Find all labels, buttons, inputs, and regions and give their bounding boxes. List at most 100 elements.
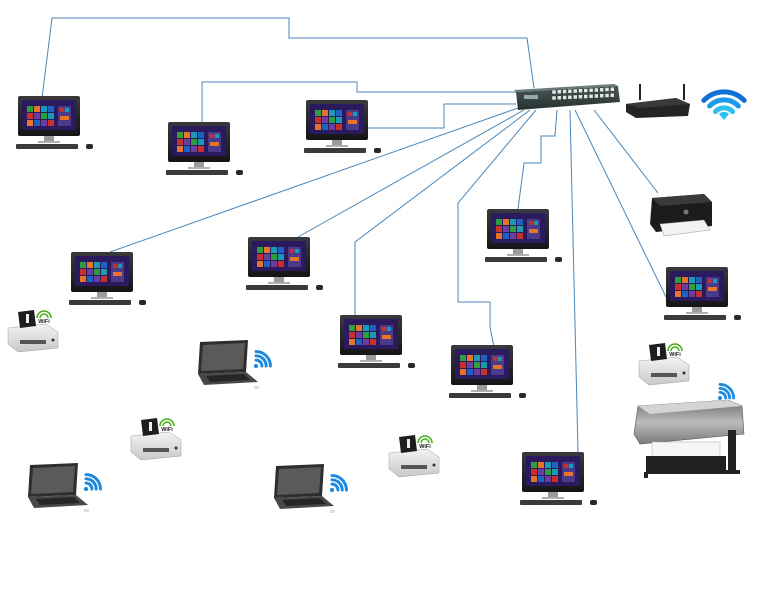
start-tile (34, 106, 40, 112)
wifi-arc (707, 97, 741, 109)
desktop-pc-2 (166, 122, 243, 175)
wifi-logo-text: WiFi (161, 427, 173, 433)
start-tile (545, 462, 551, 468)
start-tile (531, 462, 537, 468)
wifi-logo-arc (159, 418, 175, 427)
start-tile (493, 365, 502, 369)
wifi-logo-text: WiFi (419, 444, 431, 450)
link-switch-pc9 (574, 109, 667, 298)
mouse (86, 144, 93, 149)
laptop-keys (36, 497, 80, 505)
keyboard (304, 148, 366, 153)
start-tile (60, 116, 69, 120)
start-tile (682, 291, 688, 297)
laser-printer (650, 194, 712, 237)
start-tile (184, 146, 190, 152)
start-tile (198, 132, 204, 138)
link-switch-pc3 (368, 103, 516, 129)
start-tile (336, 110, 342, 116)
desktop-pc-6 (338, 315, 415, 368)
wireless-router (626, 84, 690, 118)
switch-port (551, 95, 557, 101)
monitor-base (326, 145, 348, 147)
start-tile (257, 254, 263, 260)
start-tile (353, 112, 357, 116)
link-switch-pc7 (457, 109, 537, 348)
start-tile (675, 291, 681, 297)
monitor-stand (513, 249, 523, 255)
switch-port (588, 88, 594, 93)
start-tile (460, 355, 466, 361)
start-tile (545, 469, 551, 475)
wifi-arc (84, 481, 94, 491)
start-tile (349, 339, 355, 345)
start-tile (348, 112, 352, 116)
switch-port (583, 94, 589, 99)
start-tile (322, 117, 328, 123)
start-tile (210, 134, 214, 138)
switch-port (562, 95, 567, 100)
start-tile (264, 247, 270, 253)
start-tile (363, 339, 369, 345)
monitor-base (268, 282, 290, 284)
start-tile (27, 120, 33, 126)
wifi-arc (84, 473, 102, 491)
start-tile (510, 233, 516, 239)
start-tile (184, 132, 190, 138)
start-tile (290, 257, 299, 261)
wireless-laptop-2 (28, 463, 89, 512)
desktop-pc-8 (485, 209, 562, 262)
printer-body (388, 448, 440, 478)
mouse (374, 148, 381, 153)
start-tile (290, 249, 294, 253)
start-tile (336, 117, 342, 123)
switch-port (588, 94, 594, 99)
start-tile (215, 134, 219, 138)
start-tile (264, 261, 270, 267)
start-tile (460, 369, 466, 375)
start-tile (689, 291, 695, 297)
start-tile (41, 120, 47, 126)
start-tile (517, 233, 523, 239)
start-tile (177, 132, 183, 138)
wifi-dot (329, 487, 335, 493)
start-tile (94, 269, 100, 275)
start-tile (177, 139, 183, 145)
desktop-pc-7 (449, 345, 526, 398)
start-tile (101, 262, 107, 268)
mouse (590, 500, 597, 505)
plotter-wifi-signal (718, 382, 736, 400)
start-tile (198, 139, 204, 145)
start-tile (467, 369, 473, 375)
laptop-tag (254, 386, 259, 389)
start-tile (552, 469, 558, 475)
wifi-arc (330, 482, 340, 492)
start-tile (552, 462, 558, 468)
wifi-dot (718, 396, 722, 400)
monitor-stand (194, 162, 204, 168)
start-tile (101, 269, 107, 275)
mouse (408, 363, 415, 368)
start-tile (564, 464, 568, 468)
router-top (626, 98, 690, 108)
desktop-pc-3 (304, 100, 381, 153)
plotter-foot (724, 470, 740, 474)
start-tile (387, 327, 391, 331)
start-tile (531, 476, 537, 482)
wifi-logo-arc (667, 343, 683, 352)
start-tile (467, 362, 473, 368)
start-tile (708, 287, 717, 291)
wifi-logo: WiFi (159, 418, 175, 433)
start-tile (315, 110, 321, 116)
start-tile (191, 146, 197, 152)
mouse (734, 315, 741, 320)
start-tile (538, 469, 544, 475)
wifi-printer-3: WiFi (388, 435, 440, 478)
wifi-arc (718, 386, 732, 400)
start-tile (349, 325, 355, 331)
laptop-screen (277, 467, 321, 495)
wifi-logo-arc (36, 310, 52, 319)
start-tile (48, 113, 54, 119)
switch-port (557, 95, 562, 100)
wireless-laptop-1-wifi-signal (253, 350, 272, 369)
